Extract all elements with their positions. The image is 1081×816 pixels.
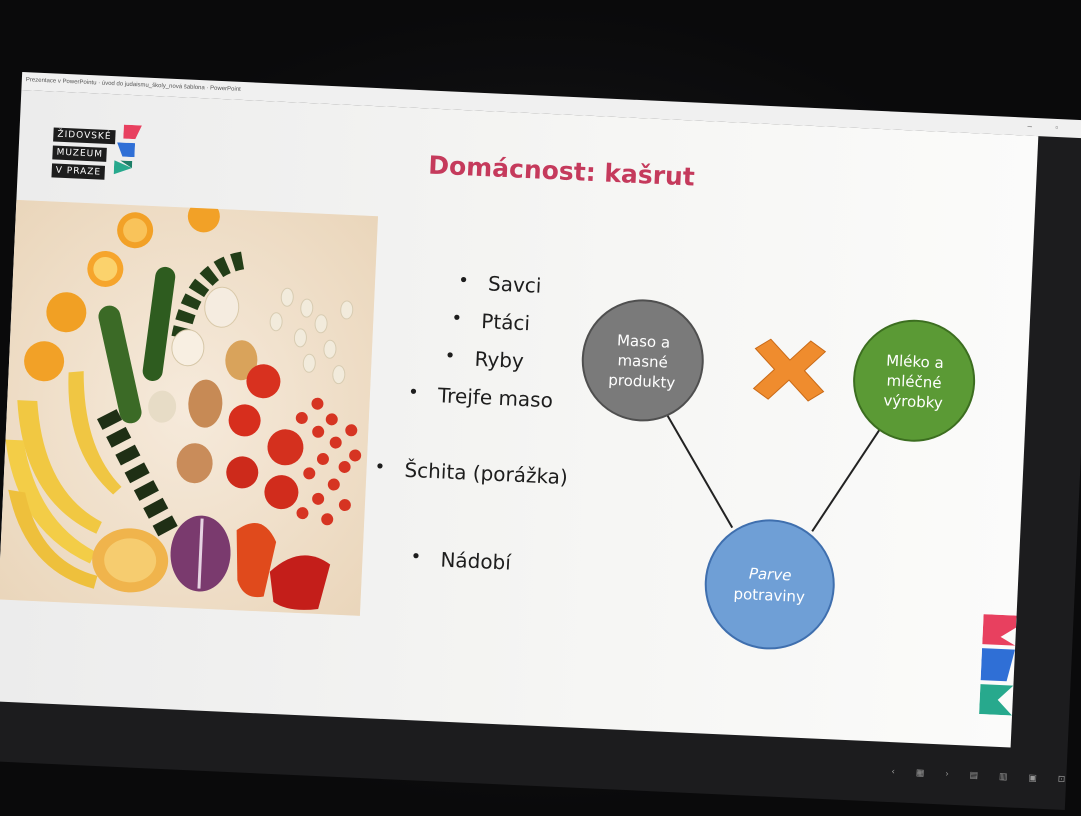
list-item: • Ptáci	[451, 308, 531, 336]
logo-line-3: V PRAZE	[51, 163, 106, 180]
meat-line-2: masné	[617, 351, 668, 371]
parve-line-1: Parve	[749, 564, 792, 584]
bullet-icon: •	[457, 269, 470, 292]
museum-logo: ŽIDOVSKÉ MUZEUM V PRAZE	[51, 121, 142, 180]
dairy-line-2: mléčné	[886, 372, 942, 392]
brand-corner-mark	[979, 614, 1017, 716]
slideshow-icon[interactable]: ▣	[1028, 773, 1038, 784]
window-title: Prezentace v PowerPointu · úvod do judai…	[25, 77, 241, 93]
bullet-icon: •	[444, 345, 456, 367]
bullet-text: Trejfe maso	[437, 383, 554, 413]
slide-sorter-icon[interactable]: ▦	[915, 768, 925, 779]
bullet-icon: •	[450, 307, 463, 330]
bullet-icon: •	[374, 456, 386, 478]
vegetables-photo	[0, 199, 379, 616]
monitor-screen: Prezentace v PowerPointu · úvod do judai…	[0, 71, 1081, 811]
bullet-icon: •	[410, 546, 422, 568]
maximize-icon[interactable]: ▫	[1055, 122, 1059, 133]
list-item: • Šchita (porážka)	[374, 456, 569, 490]
minimize-icon[interactable]: –	[1027, 121, 1033, 131]
bullet-text: Savci	[487, 271, 542, 298]
bullet-text: Ryby	[474, 346, 525, 374]
slide-navigation: ‹ ▦ › ▤ ▥ ▣ ⊡	[891, 767, 1081, 786]
meat-line-3: produkty	[608, 371, 676, 392]
list-item: • Savci	[458, 270, 542, 298]
parve-line-2: potraviny	[733, 585, 805, 606]
x-mark-icon	[752, 338, 827, 402]
meat-circle: Maso a masné produkty	[581, 299, 704, 422]
slide-canvas: ŽIDOVSKÉ MUZEUM V PRAZE Domácnost: kašru…	[0, 89, 1039, 748]
presenter-icon[interactable]: ⊡	[1057, 774, 1066, 786]
bullet-icon: •	[407, 381, 420, 404]
logo-flag-blue	[117, 142, 136, 158]
logo-flag-red	[123, 124, 142, 140]
dairy-line-1: Mléko a	[886, 351, 944, 372]
close-icon[interactable]: ✕	[1077, 123, 1081, 136]
logo-flag-green	[113, 160, 133, 175]
list-item: • Ryby	[444, 345, 525, 374]
normal-view-icon[interactable]: ▤	[969, 770, 979, 782]
list-item: • Nádobí	[410, 546, 512, 575]
slide-title: Domácnost: kašrut	[427, 150, 696, 192]
bullet-text: Ptáci	[480, 309, 531, 336]
reading-view-icon[interactable]: ▥	[998, 772, 1008, 783]
dairy-circle: Mléko a mléčné výrobky	[853, 319, 976, 442]
dairy-line-3: výrobky	[883, 391, 943, 412]
bullet-text: Šchita (porážka)	[404, 457, 569, 490]
next-slide-button[interactable]: ›	[944, 769, 949, 780]
parve-circle: Parve potraviny	[704, 519, 835, 650]
connector-line	[657, 398, 734, 529]
kosher-diagram: Maso a masné produkty Mléko a mléčné výr…	[581, 299, 976, 650]
previous-slide-button[interactable]: ‹	[891, 767, 896, 778]
list-item: • Trejfe maso	[408, 382, 554, 413]
bullet-text: Nádobí	[439, 547, 512, 575]
meat-line-1: Maso a	[617, 331, 671, 351]
